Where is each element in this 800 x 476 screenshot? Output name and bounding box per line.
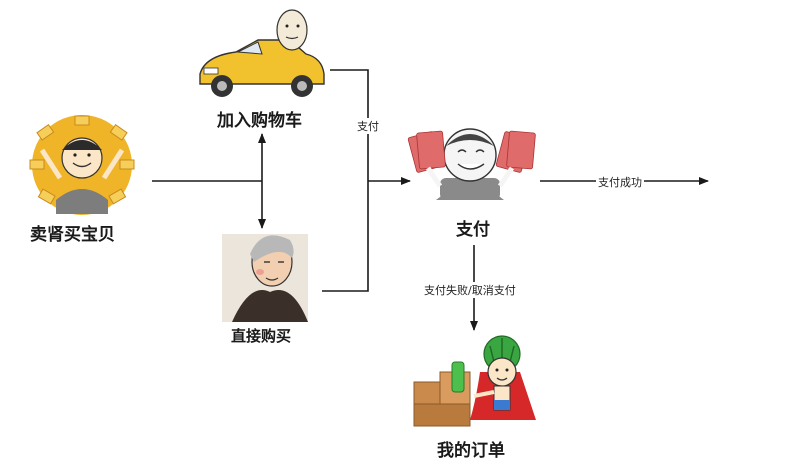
man-driving-car-icon: [199, 9, 325, 97]
edge-buy-now-to-pay: [322, 181, 369, 292]
node-label-orders: 我的订单: [437, 441, 505, 461]
edge-label-pay-fail: 支付失败/取消支付: [422, 282, 518, 298]
node-label-buy-now: 直接购买: [231, 327, 292, 345]
rich-man-gold-coins-icon: [29, 115, 135, 215]
node-label-seller: 卖肾买宝贝: [30, 225, 115, 245]
edge-label-cart-to-pay: 支付: [355, 118, 381, 134]
old-man-icon: [222, 234, 308, 322]
edge-label-pay-success: 支付成功: [596, 174, 644, 190]
node-label-pay: 支付: [456, 220, 490, 240]
kid-with-boxes-icon: [413, 335, 536, 427]
man-holding-cash-icon: [407, 128, 536, 200]
node-label-cart: 加入购物车: [217, 111, 302, 131]
edge-cart-to-pay: [330, 69, 369, 181]
